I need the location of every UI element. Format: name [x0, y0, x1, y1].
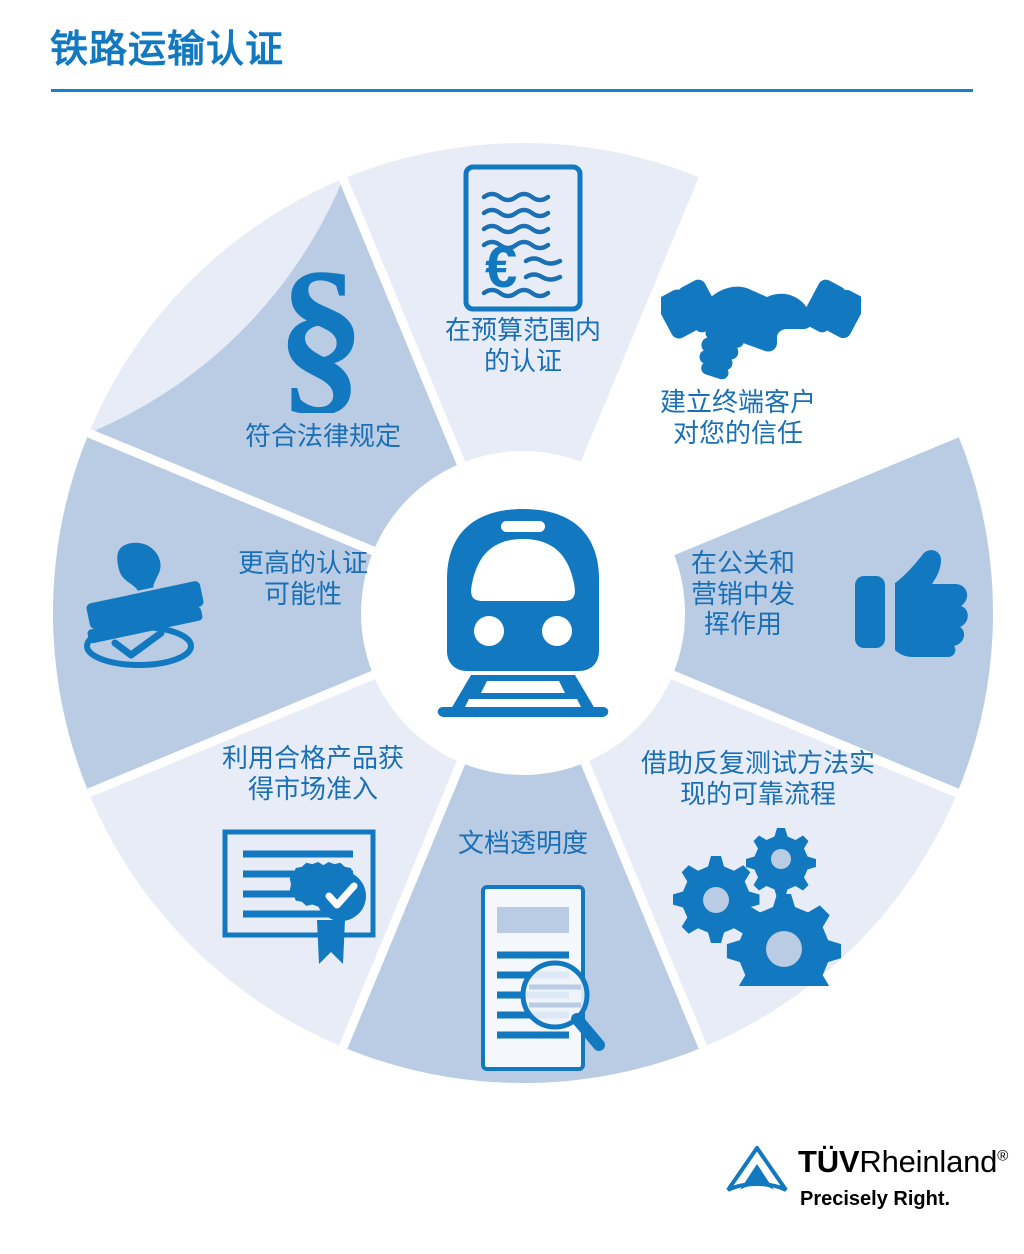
section-sign-icon: § — [261, 234, 381, 432]
logo-rheinland: Rheinland — [859, 1144, 998, 1179]
segment-market-access[interactable]: 利用合格产品获 得市场准入 — [163, 743, 463, 1003]
segment-shape-market-access[interactable] — [53, 433, 524, 793]
segment-shape-budget[interactable] — [343, 143, 703, 613]
document-magnifier-icon — [465, 883, 605, 1073]
page-title: 铁路运输认证 — [50, 29, 285, 71]
segment-reliable-process-label: 借助反复测试方法实 现的可靠流程 — [640, 748, 875, 809]
page-header: 铁路运输认证 — [0, 0, 1024, 120]
svg-text:€: € — [485, 235, 517, 300]
certification-wheel: € 在预算范围内 的认证 — [53, 143, 993, 1083]
thumbs-up-icon — [851, 550, 971, 660]
segment-shape-reliable-process[interactable] — [343, 613, 703, 1083]
handshake-icon — [656, 263, 866, 383]
certificate-ribbon-icon — [221, 828, 401, 973]
header-divider — [51, 89, 973, 92]
segment-market-access-label: 利用合格产品获 得市场准入 — [221, 743, 404, 804]
stamp-icon — [73, 538, 213, 668]
train-icon — [425, 503, 621, 723]
segment-legal-compliance-label: 符合法律规定 — [244, 421, 401, 451]
segment-end-customer-trust[interactable]: 建立终端客户 对您的信任 — [593, 263, 883, 513]
svg-text:§: § — [277, 253, 366, 413]
gears-icon — [672, 826, 853, 1009]
segment-legal-compliance[interactable]: § 符合法律规定 — [173, 234, 473, 483]
invoice-euro-icon: € — [462, 163, 584, 313]
logo-wordmark: TÜVRheinland® — [798, 1144, 1008, 1180]
segment-end-customer-trust-label: 建立终端客户 对您的信任 — [659, 387, 816, 448]
tuv-rheinland-logo: TÜVRheinland® Precisely Right. — [726, 1144, 1008, 1224]
logo-tuv: TÜV — [798, 1144, 860, 1179]
registered-mark: ® — [997, 1147, 1009, 1165]
segment-pr-marketing[interactable]: 在公关和 营销中发 挥作用 — [643, 538, 973, 698]
tuv-triangle-icon — [726, 1144, 788, 1194]
segment-shape-end-customer-trust[interactable] — [523, 433, 993, 793]
segment-higher-certification[interactable]: 更高的认证 可能性 — [73, 528, 393, 698]
logo-tagline: Precisely Right. — [800, 1188, 951, 1210]
